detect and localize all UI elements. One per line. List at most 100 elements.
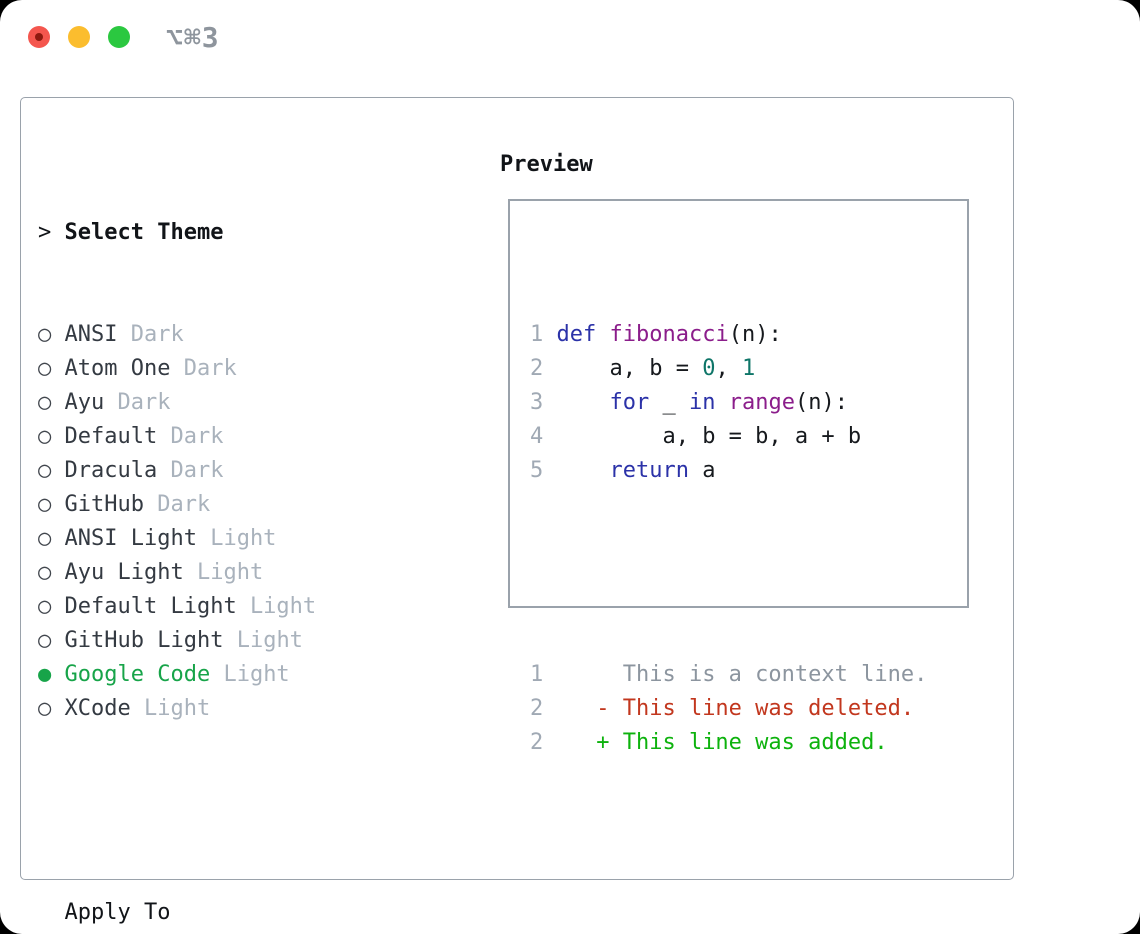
line-number: 1 [530, 662, 544, 687]
theme-option[interactable]: ○ Atom One Dark [38, 352, 409, 386]
theme-option[interactable]: ● Google Code Light [38, 658, 409, 692]
theme-option[interactable]: ○ ANSI Dark [38, 318, 409, 352]
code-token: range [728, 390, 795, 415]
line-number: 5 [530, 458, 544, 483]
line-number: 2 [530, 696, 544, 721]
code-line: 2 a, b = 0, 1 [530, 352, 927, 386]
theme-variant-tag: Dark [170, 424, 224, 449]
theme-picker: > Select Theme ○ ANSI Dark○ Atom One Dar… [38, 148, 409, 934]
theme-option[interactable]: ○ XCode Light [38, 692, 409, 726]
code-token: a, b = b, a + b [543, 424, 862, 449]
code-token: in [688, 390, 716, 415]
diff-block: 1 This is a context line.2 - This line w… [530, 658, 927, 760]
line-number: 1 [530, 322, 544, 347]
option-label: GitHub [64, 492, 144, 517]
theme-option[interactable]: ○ GitHub Dark [38, 488, 409, 522]
code-line: 1 def fibonacci(n): [530, 318, 927, 352]
code-token: (n): [794, 390, 848, 415]
code-line: 2 + This line was added. [530, 726, 927, 760]
theme-option[interactable]: ○ Ayu Dark [38, 386, 409, 420]
code-token: 0 [702, 356, 716, 381]
zoom-button-icon[interactable] [108, 26, 130, 48]
code-token: fibonacci [609, 322, 729, 347]
radio-unselected-icon: ○ [38, 390, 52, 415]
preview-title: Preview [500, 152, 593, 177]
theme-variant-tag: Dark [117, 390, 171, 415]
select-theme-header: > Select Theme [38, 216, 409, 250]
code-line: 5 return a [530, 454, 927, 488]
radio-unselected-icon: ○ [38, 696, 52, 721]
code-token: - This line was deleted. [543, 696, 915, 721]
code-token [543, 390, 609, 415]
theme-option[interactable]: ○ Ayu Light Light [38, 556, 409, 590]
option-label: Atom One [64, 356, 171, 381]
theme-variant-tag: Light [210, 526, 277, 551]
option-label: Default Light [64, 594, 237, 619]
blank-line [530, 556, 927, 590]
theme-option[interactable]: ○ Default Dark [38, 420, 409, 454]
code-token: (n): [728, 322, 782, 347]
theme-variant-tag: Dark [130, 322, 184, 347]
radio-unselected-icon: ○ [38, 560, 52, 585]
radio-unselected-icon: ○ [38, 526, 52, 551]
option-label: Ayu [64, 390, 105, 415]
theme-variant-tag: Light [249, 594, 317, 619]
option-label: Google Code [64, 662, 211, 687]
radio-unselected-icon: ○ [38, 628, 52, 653]
minimize-button-icon[interactable] [68, 26, 90, 48]
radio-unselected-icon: ○ [38, 458, 52, 483]
code-token: a, b = [543, 356, 703, 381]
window-title: ⌥⌘3 [166, 21, 220, 54]
radio-unselected-icon: ○ [38, 424, 52, 449]
close-button-icon[interactable] [28, 26, 50, 48]
radio-selected-icon: ● [38, 662, 52, 687]
radio-unselected-icon: ○ [38, 356, 52, 381]
code-line: 2 - This line was deleted. [530, 692, 927, 726]
radio-unselected-icon: ○ [38, 322, 52, 347]
blank-line [38, 794, 409, 828]
code-token [543, 322, 556, 347]
line-number: 3 [530, 390, 544, 415]
theme-option[interactable]: ○ Dracula Dark [38, 454, 409, 488]
code-token [715, 390, 728, 415]
radio-unselected-icon: ○ [38, 492, 52, 517]
theme-variant-tag: Dark [170, 458, 224, 483]
option-label: XCode [64, 696, 131, 721]
theme-variant-tag: Dark [183, 356, 237, 381]
option-label: Dracula [64, 458, 158, 483]
theme-variant-tag: Dark [157, 492, 211, 517]
apply-to-header: Apply To [64, 900, 171, 925]
code-token: def [556, 322, 597, 347]
option-label: GitHub Light [64, 628, 224, 653]
theme-option[interactable]: ○ GitHub Light Light [38, 624, 409, 658]
code-token: + This line was added. [543, 730, 888, 755]
theme-variant-tag: Light [223, 662, 290, 687]
code-token: for [609, 390, 650, 415]
theme-option[interactable]: ○ Default Light Light [38, 590, 409, 624]
theme-list: ○ ANSI Dark○ Atom One Dark○ Ayu Dark○ De… [38, 318, 409, 726]
code-line: 1 This is a context line. [530, 658, 927, 692]
line-number: 2 [530, 356, 544, 381]
code-token: , [715, 356, 742, 381]
select-theme-title: Select Theme [64, 220, 224, 245]
option-label: Default [64, 424, 158, 449]
theme-variant-tag: Light [196, 560, 264, 585]
code-token [596, 322, 609, 347]
code-token [543, 458, 609, 483]
cursor-icon: > [38, 220, 52, 245]
code-token: This is a context line. [543, 662, 928, 687]
option-label: ANSI Light [64, 526, 197, 551]
code-token: a [688, 458, 716, 483]
option-label: ANSI [64, 322, 118, 347]
theme-variant-tag: Light [236, 628, 303, 653]
line-number: 2 [530, 730, 544, 755]
theme-variant-tag: Light [143, 696, 211, 721]
code-line: 3 for _ in range(n): [530, 386, 927, 420]
theme-option[interactable]: ○ ANSI Light Light [38, 522, 409, 556]
code-token: return [609, 458, 689, 483]
code-token: 1 [741, 356, 756, 381]
